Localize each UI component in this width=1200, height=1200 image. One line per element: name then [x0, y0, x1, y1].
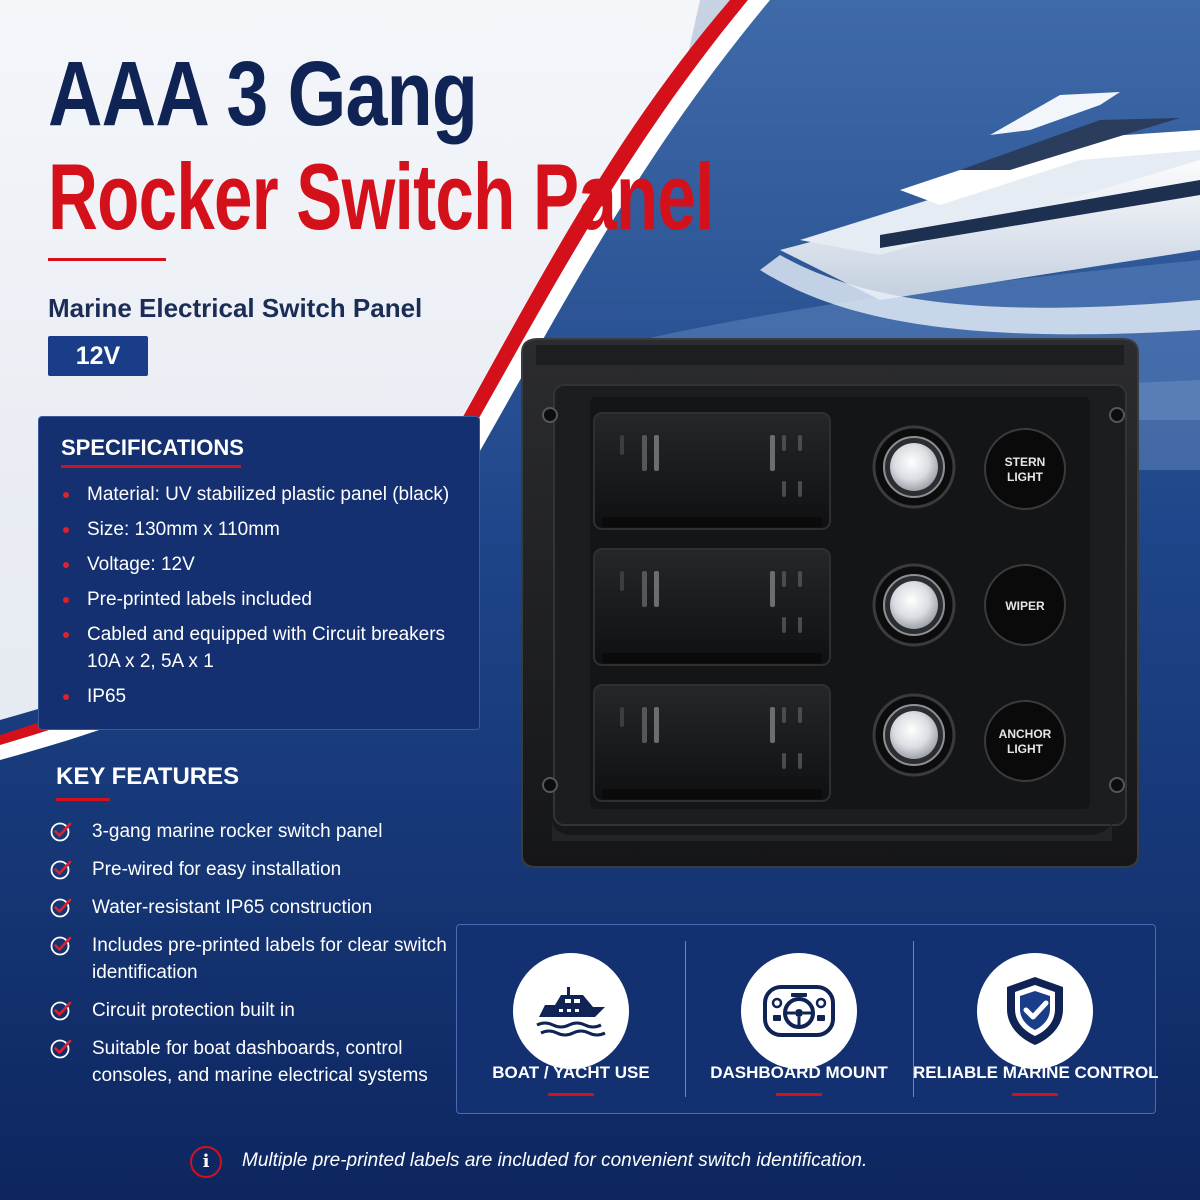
feature-item: 3-gang marine rocker switch panel — [50, 818, 450, 845]
feature-dashboard-mount: DASHBOARD MOUNT — [685, 925, 913, 1115]
dashboard-icon — [741, 953, 857, 1069]
bullet-icon — [63, 597, 69, 603]
spec-item-text: Cabled and equipped with Circuit breaker… — [87, 624, 446, 672]
label-text: LIGHT — [1007, 470, 1044, 484]
circuit-breaker-button — [872, 563, 956, 647]
feature-item-text: Includes pre-printed labels for clear sw… — [92, 935, 447, 983]
feature-item: Suitable for boat dashboards, control co… — [50, 1035, 450, 1089]
page-title-line1: AAA 3 Gang — [48, 43, 478, 145]
feature-item: Water-resistant IP65 construction — [50, 894, 450, 921]
check-circle-icon — [50, 1039, 72, 1059]
rocker-switch — [593, 684, 831, 802]
feature-item: Includes pre-printed labels for clear sw… — [50, 932, 450, 986]
bullet-icon — [63, 694, 69, 700]
spec-item-text: IP65 — [87, 686, 127, 707]
spec-item: Material: UV stabilized plastic panel (b… — [61, 481, 471, 508]
feature-item: Circuit protection built in — [50, 997, 450, 1024]
info-icon: i — [190, 1146, 222, 1178]
spec-item-text: Voltage: 12V — [87, 554, 195, 575]
page-subtitle: Marine Electrical Switch Panel — [48, 293, 423, 323]
spec-item-text: Material: UV stabilized plastic panel (b… — [87, 484, 450, 505]
switch-label-stern-light: STERN LIGHT — [984, 428, 1066, 510]
feature-boat-yacht-use: BOAT / YACHT USE — [457, 925, 685, 1115]
key-features-heading: KEY FEATURES — [56, 763, 240, 790]
label-text: WIPER — [1005, 599, 1045, 613]
feature-label-divider — [1012, 1093, 1058, 1096]
check-circle-icon — [50, 1001, 72, 1021]
yacht-photo — [760, 92, 1200, 335]
shield-check-icon — [977, 953, 1093, 1069]
feature-item-text: 3-gang marine rocker switch panel — [92, 821, 383, 842]
feature-item-text: Pre-wired for easy installation — [92, 859, 342, 880]
rocker-switch — [593, 548, 831, 666]
feature-label: DASHBOARD MOUNT — [710, 1063, 888, 1082]
circuit-breaker-button — [872, 693, 956, 777]
feature-label-divider — [776, 1093, 822, 1096]
spec-item: Size: 130mm x 110mm — [61, 516, 471, 543]
specifications-heading: SPECIFICATIONS — [61, 435, 244, 460]
label-text: ANCHOR — [999, 727, 1052, 741]
check-circle-icon — [50, 822, 72, 842]
switch-panel-product: STERN LIGHT WIPER ANCHOR LIGHT — [521, 338, 1139, 868]
bullet-icon — [63, 492, 69, 498]
rocker-switch — [593, 412, 831, 530]
bullet-icon — [63, 562, 69, 568]
switch-label-anchor-light: ANCHOR LIGHT — [984, 700, 1066, 782]
feature-item: Pre-wired for easy installation — [50, 856, 450, 883]
feature-item-text: Suitable for boat dashboards, control co… — [92, 1038, 428, 1086]
check-circle-icon — [50, 936, 72, 956]
page-title-line2: Rocker Switch Panel — [48, 144, 714, 249]
feature-icons-box: BOAT / YACHT USE DASHBOARD MOUNT — [456, 924, 1159, 1115]
voltage-badge: 12V — [48, 336, 148, 376]
check-circle-icon — [50, 898, 72, 918]
title-divider — [48, 258, 166, 261]
boat-icon — [513, 953, 629, 1069]
spec-item-text: Pre-printed labels included — [87, 589, 312, 610]
bullet-icon — [63, 527, 69, 533]
switch-label-wiper: WIPER — [984, 564, 1066, 646]
spec-item: IP65 — [61, 683, 471, 710]
footnote-text: Multiple pre-printed labels are included… — [242, 1150, 868, 1171]
circuit-breaker-button — [872, 425, 956, 509]
key-features-list: 3-gang marine rocker switch panel Pre-wi… — [50, 818, 450, 1100]
feature-divider — [685, 941, 686, 1097]
feature-reliable-marine-control: RELIABLE MARINE CONTROL — [913, 925, 1159, 1115]
spec-item: Cabled and equipped with Circuit breaker… — [61, 621, 471, 675]
spec-item: Voltage: 12V — [61, 551, 471, 578]
specifications-divider — [61, 465, 241, 468]
label-text: STERN — [1005, 455, 1046, 469]
bullet-icon — [63, 632, 69, 638]
spec-item-text: Size: 130mm x 110mm — [87, 519, 280, 540]
feature-item-text: Circuit protection built in — [92, 1000, 295, 1021]
feature-item-text: Water-resistant IP65 construction — [92, 897, 373, 918]
spec-item: Pre-printed labels included — [61, 586, 471, 613]
feature-divider — [913, 941, 914, 1097]
specifications-box: SPECIFICATIONS Material: UV stabilized p… — [38, 416, 480, 730]
label-text: LIGHT — [1007, 742, 1044, 756]
feature-label: BOAT / YACHT USE — [492, 1063, 650, 1082]
check-circle-icon — [50, 860, 72, 880]
feature-label-divider — [548, 1093, 594, 1096]
specifications-list: Material: UV stabilized plastic panel (b… — [61, 481, 471, 718]
feature-label: RELIABLE MARINE CONTROL — [913, 1063, 1159, 1082]
key-features-divider — [56, 798, 110, 801]
